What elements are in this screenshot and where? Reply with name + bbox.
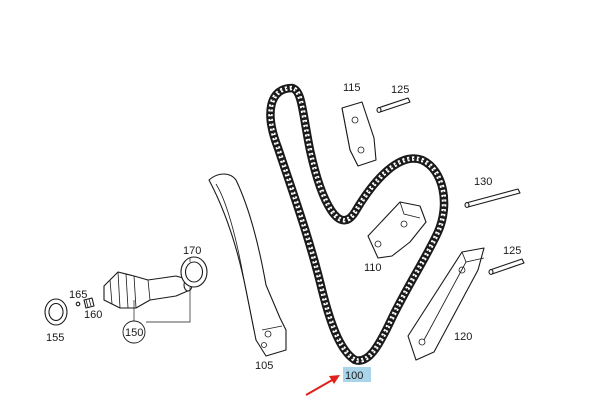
label-part-155: 155: [46, 332, 64, 344]
bolt-160[interactable]: [83, 297, 95, 309]
ring-155[interactable]: [44, 298, 68, 326]
upper-guide-block-115[interactable]: [341, 101, 377, 167]
label-part-150: 150: [125, 327, 143, 339]
label-part-160: 160: [84, 309, 102, 321]
guide-bracket-110[interactable]: [367, 201, 427, 259]
guide-pin-125-lower[interactable]: [488, 258, 525, 275]
label-part-105: 105: [255, 360, 273, 372]
washer-165[interactable]: [75, 301, 81, 307]
tensioner-rail-120[interactable]: [407, 247, 485, 361]
highlight-box-100: [343, 367, 371, 382]
label-part-170: 170: [183, 245, 201, 257]
leader-lines: [133, 258, 191, 323]
label-part-165: 165: [69, 289, 87, 301]
chain-guide-rail-105[interactable]: [208, 173, 287, 357]
label-part-110: 110: [364, 262, 382, 274]
callout-circle-150: [122, 320, 146, 344]
label-part-125-upper: 125: [391, 84, 409, 96]
ring-170[interactable]: [180, 256, 208, 288]
guide-pin-130[interactable]: [464, 188, 521, 208]
label-part-115: 115: [343, 82, 361, 94]
label-part-130: 130: [474, 176, 492, 188]
pointer-arrow: [305, 375, 340, 396]
timing-chain-100[interactable]: [266, 83, 449, 365]
label-part-120: 120: [454, 331, 472, 343]
label-part-100: 100: [345, 370, 363, 382]
guide-pin-125-upper[interactable]: [376, 97, 411, 113]
label-part-125-lower: 125: [503, 245, 521, 257]
sprocket-shaft-150[interactable]: [103, 271, 193, 309]
